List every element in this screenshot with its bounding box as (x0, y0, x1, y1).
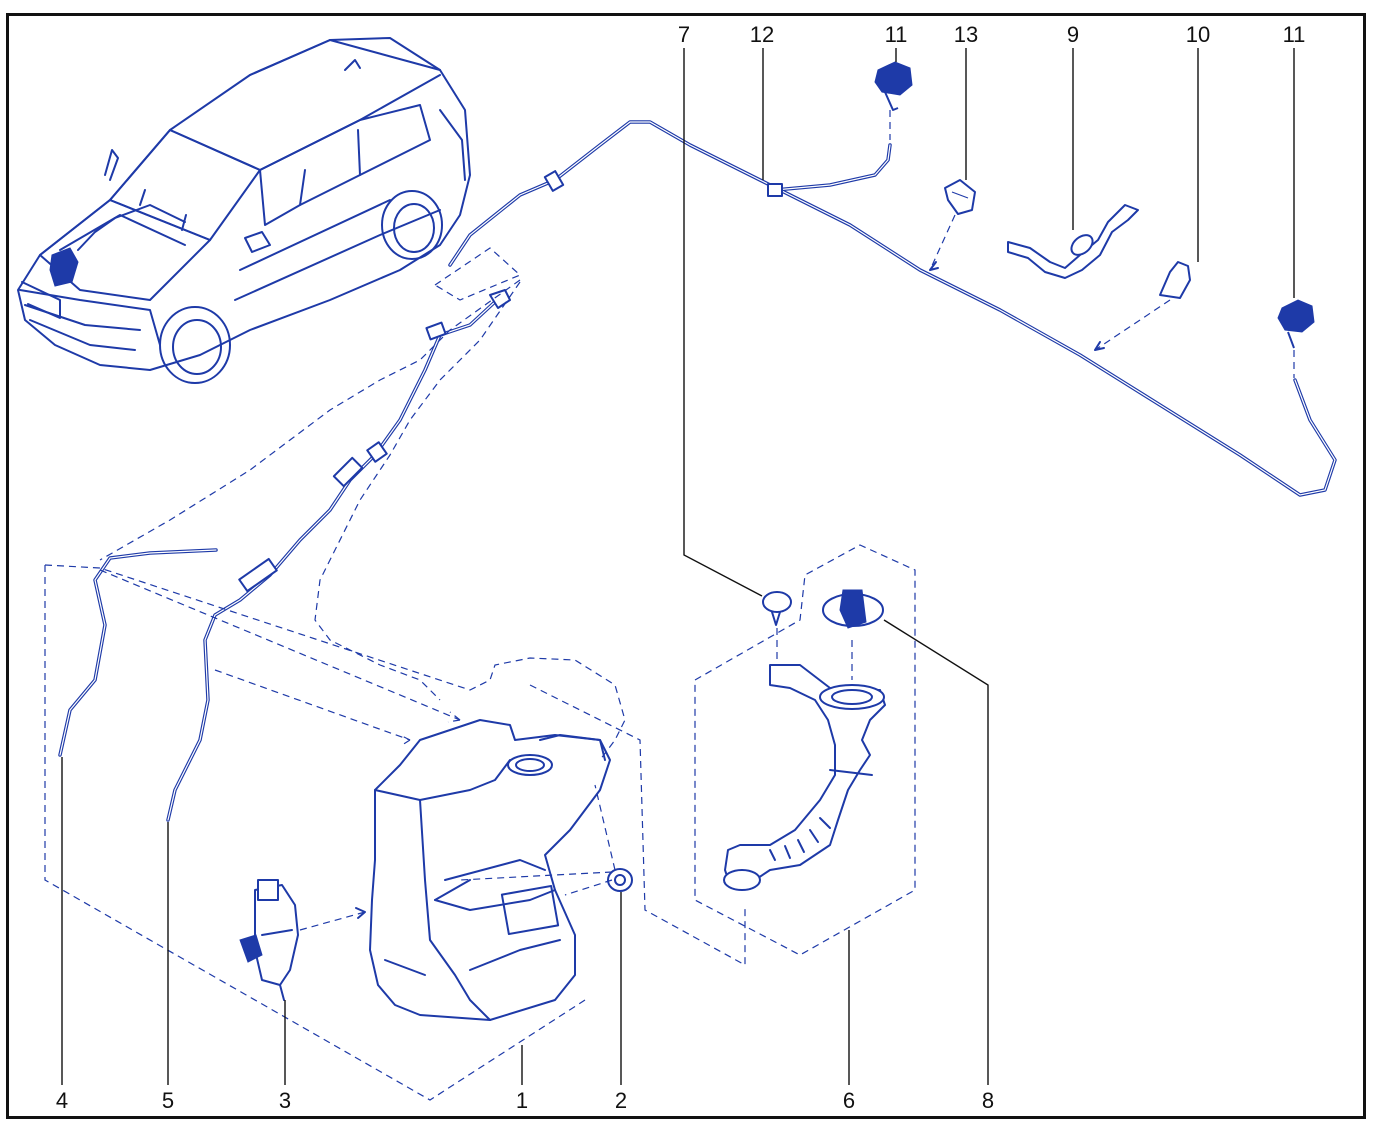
vehicle-illustration (17, 37, 471, 384)
callout-11-left: 11 (884, 22, 908, 47)
washer-nozzle-right (1277, 299, 1315, 378)
callout-5: 5 (161, 1088, 175, 1113)
check-valve-9 (1007, 204, 1139, 279)
washer-pump (239, 879, 366, 1001)
callout-10: 10 (1185, 22, 1211, 47)
filler-neck (723, 664, 886, 891)
hose-clip-13 (929, 179, 976, 271)
connector-10 (1094, 261, 1191, 351)
callout-8: 8 (981, 1088, 995, 1113)
callout-6: 6 (842, 1088, 856, 1113)
callout-12: 12 (749, 22, 775, 47)
rear-hose-assembly (448, 120, 1337, 497)
grommet (459, 784, 633, 896)
assembly-dashed-outlines (44, 247, 916, 1101)
callout-7: 7 (677, 22, 691, 47)
callout-11-right: 11 (1282, 22, 1306, 47)
callout-2: 2 (614, 1088, 628, 1113)
callout-9: 9 (1066, 22, 1080, 47)
front-hose-assembly (166, 289, 511, 822)
washer-nozzle-left (874, 61, 913, 140)
callout-13: 13 (953, 22, 979, 47)
callout-3: 3 (278, 1088, 292, 1113)
callout-1: 1 (515, 1088, 529, 1113)
callout-leaders (61, 48, 1295, 1085)
washer-hose-4 (58, 548, 218, 757)
filler-cap (822, 589, 884, 680)
washer-reservoir (369, 719, 611, 1021)
diagram-frame (6, 13, 1366, 1119)
callout-4: 4 (55, 1088, 69, 1113)
fastener-clip (762, 591, 792, 660)
